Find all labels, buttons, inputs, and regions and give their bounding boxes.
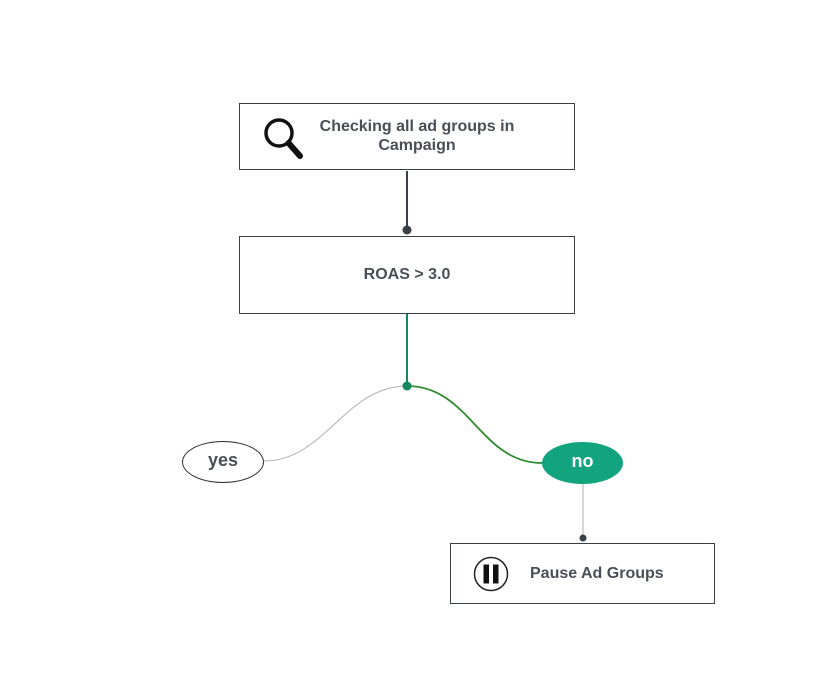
branch-yes-label: yes	[207, 449, 239, 470]
pause-icon	[473, 556, 509, 592]
node-roas-condition[interactable]: ROAS > 3.0	[239, 236, 575, 314]
node-pause-label: Pause Ad Groups	[530, 565, 664, 582]
node-check-ad-groups[interactable]: Checking all ad groups in Campaign	[239, 103, 575, 170]
magnifier-icon	[264, 118, 303, 159]
node-pause-ad-groups[interactable]: Pause Ad Groups	[450, 543, 715, 604]
branch-yes[interactable]: yes	[182, 441, 264, 483]
branch-no-label: no	[571, 450, 594, 471]
node-check-label: Checking all ad groups in Campaign	[319, 118, 515, 154]
connector-dot-pause	[579, 534, 587, 542]
curve-to-no	[406, 385, 543, 464]
connector-dot-condition	[402, 225, 412, 235]
curve-to-yes	[263, 385, 408, 462]
connector-dot-split	[402, 381, 412, 391]
branch-no[interactable]: no	[542, 442, 623, 484]
node-roas-label: ROAS > 3.0	[363, 266, 451, 283]
